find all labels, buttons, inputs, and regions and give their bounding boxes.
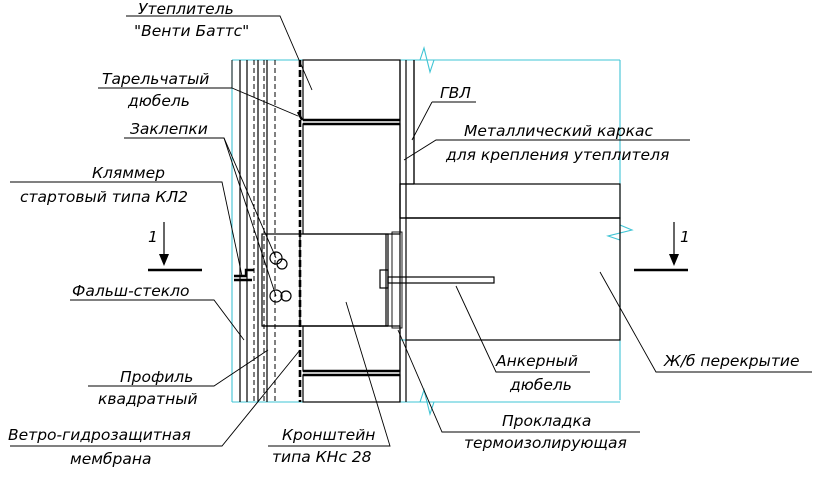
false-glass-panel <box>239 60 265 402</box>
label-section-right: 1 <box>680 228 690 246</box>
concrete-slab <box>391 183 621 341</box>
label-insulation-line2: "Венти Баттс" <box>134 22 249 40</box>
bracket-knc28 <box>261 233 389 327</box>
label-metal-frame-line1: Металлический каркас <box>464 122 654 140</box>
section-marker-left <box>148 222 202 272</box>
label-disc-dowel-line2: дюбель <box>127 92 190 110</box>
rivets <box>269 251 292 303</box>
label-profile-line1: Профиль <box>120 368 193 386</box>
leader-lines <box>10 15 812 447</box>
label-clamp-line1: Кляммер <box>92 164 165 182</box>
label-anchor-line1: Анкерный <box>495 352 578 370</box>
disc-dowel-mark <box>296 111 304 121</box>
label-membrane-line1: Ветро-гидрозащитная <box>8 426 191 444</box>
label-disc-dowel-line1: Тарельчатый <box>102 70 209 88</box>
label-profile-line2: квадратный <box>98 390 198 408</box>
label-rivets: Заклепки <box>130 120 208 138</box>
starter-clamp <box>234 268 254 282</box>
label-bracket-line1: Кронштейн <box>282 426 375 444</box>
label-insulation-line1: Утеплитель <box>138 0 234 18</box>
label-slab: Ж/б перекрытие <box>663 352 800 370</box>
label-bracket-line2: типа КНс 28 <box>272 448 372 466</box>
label-metal-frame-line2: для крепления утеплителя <box>445 146 669 164</box>
label-anchor-line2: дюбель <box>509 376 572 394</box>
anchor-dowel <box>379 269 495 289</box>
square-profile <box>266 60 276 402</box>
text-labels: Утеплитель "Венти Баттс" Тарельчатый дюб… <box>8 0 800 468</box>
section-marker-right <box>634 222 688 272</box>
label-membrane-line2: мембрана <box>70 450 151 468</box>
label-gasket-line2: термоизолирующая <box>464 434 627 452</box>
label-clamp-line2: стартовый типа КЛ2 <box>20 188 188 206</box>
insulation-lower <box>302 325 401 403</box>
insulation-upper <box>302 59 401 235</box>
label-section-left: 1 <box>148 228 158 246</box>
label-false-glass: Фальш-стекло <box>72 282 190 300</box>
label-gasket-line1: Прокладка <box>502 412 591 430</box>
label-gvl: ГВЛ <box>440 84 471 102</box>
